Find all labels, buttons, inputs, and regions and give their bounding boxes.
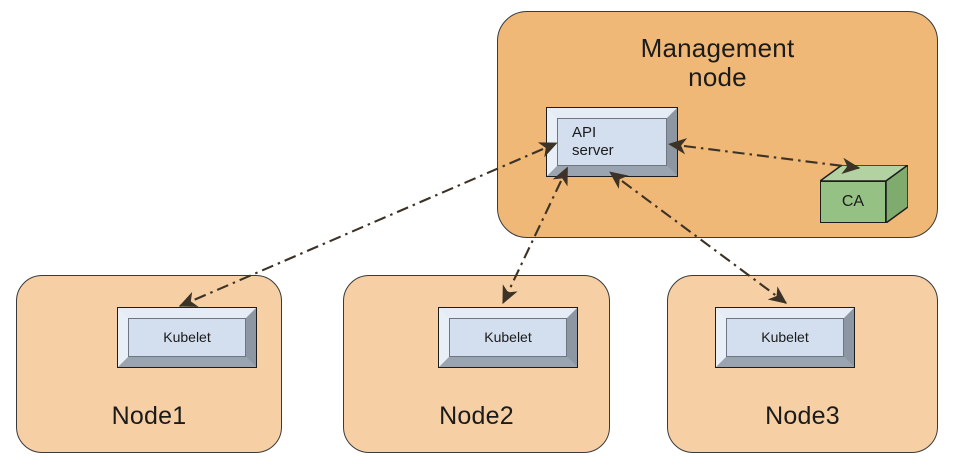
kubelet3-bevel-bottom: [716, 357, 854, 367]
kubelet2-bevel-top: [439, 308, 577, 318]
kubelet1-bevel-right: [246, 308, 256, 367]
ca-label: CA: [820, 181, 886, 223]
worker-node-3-label: Node3: [765, 402, 840, 430]
kubelet1-bevel-left: [118, 308, 128, 367]
kubelet-component-node2[interactable]: Kubelet: [438, 307, 578, 368]
kubelet3-bevel-top: [716, 308, 854, 318]
api-server-label-line2: server: [572, 142, 614, 159]
kubelet1-bevel-bottom: [118, 357, 256, 367]
kubelet-component-node1[interactable]: Kubelet: [117, 307, 257, 368]
worker-node-3-container[interactable]: Node3: [667, 275, 938, 453]
kubelet3-label: Kubelet: [761, 329, 809, 346]
worker-node-1-label: Node1: [111, 402, 187, 430]
kubelet1-inner: Kubelet: [128, 318, 246, 357]
kubelet1-bevel-top: [118, 308, 256, 318]
kubelet3-inner: Kubelet: [726, 318, 844, 357]
kubelet1-label: Kubelet: [163, 329, 211, 346]
kubelet2-bevel-right: [567, 308, 577, 367]
kubelet3-bevel-left: [716, 308, 726, 367]
api-server-label-line1: API: [572, 124, 597, 142]
management-node-title: Management node: [498, 33, 937, 93]
certificate-authority-component[interactable]: CA: [820, 165, 908, 223]
worker-node-2-label: Node2: [439, 402, 514, 430]
kubelet2-label: Kubelet: [484, 329, 532, 346]
api-server-bevel-bottom: [547, 166, 677, 176]
management-node-title-line1: Management: [640, 33, 795, 63]
api-server-inner: API server: [557, 118, 667, 166]
api-server-bevel-top: [547, 108, 677, 118]
kubelet2-inner: Kubelet: [449, 318, 567, 357]
kubelet2-bevel-left: [439, 308, 449, 367]
api-server-bevel-left: [547, 108, 557, 176]
kubelet-component-node3[interactable]: Kubelet: [715, 307, 855, 368]
kubelet2-bevel-bottom: [439, 357, 577, 367]
api-server-component[interactable]: API server: [546, 107, 678, 177]
kubelet3-bevel-right: [844, 308, 854, 367]
management-node-title-line2: node: [688, 62, 747, 93]
